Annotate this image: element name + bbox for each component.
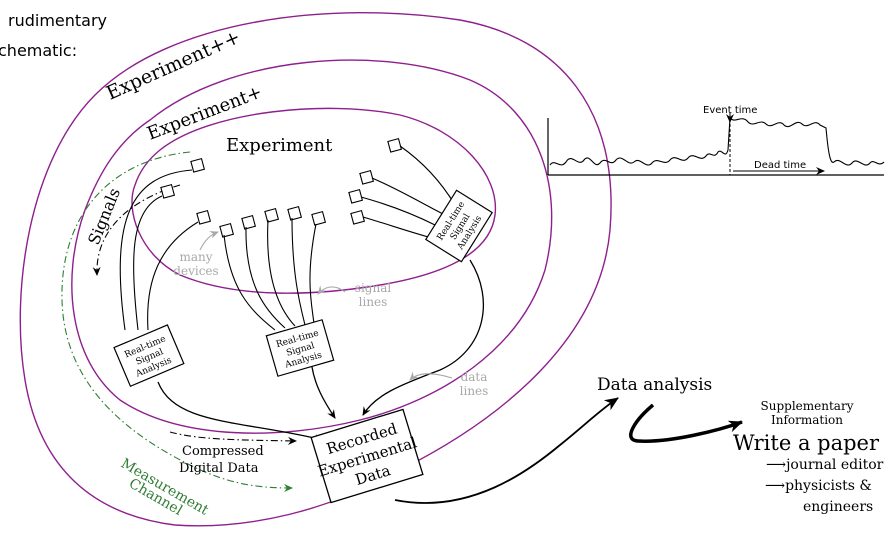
supplementary-1: Supplementary	[761, 399, 854, 413]
device-square	[350, 209, 366, 225]
signal-line	[360, 196, 436, 226]
device-square	[264, 207, 280, 223]
region-experiment-pp	[19, 12, 612, 527]
paper-arrow	[629, 403, 743, 443]
compressed-arrow	[169, 431, 297, 445]
signal-lines-arrow	[317, 285, 346, 295]
engineers: engineers	[803, 499, 873, 515]
device-square	[196, 209, 212, 225]
compressed-line-2: Digital Data	[179, 461, 259, 476]
supplementary-2: Information	[771, 413, 843, 427]
signal-line	[119, 169, 193, 331]
label-experiment-pp: Experiment++	[103, 26, 244, 105]
device-square	[160, 183, 176, 199]
signal-lines-2: lines	[359, 295, 388, 309]
data-lines-1: data	[461, 370, 488, 384]
device-square	[311, 210, 327, 226]
many-devices-2: devices	[173, 264, 218, 278]
device-square	[241, 214, 257, 230]
intro-line-2: chematic:	[0, 41, 77, 60]
data-analysis-arrow	[394, 397, 619, 504]
event-time-label: Event time	[703, 105, 757, 116]
compressed-line-1: Compressed	[182, 444, 264, 459]
signal-line	[399, 145, 456, 206]
device-square	[348, 188, 364, 204]
device-square	[190, 157, 206, 173]
signal-trace-plot: Event time Dead time	[547, 105, 885, 176]
label-experiment: Experiment	[226, 135, 333, 156]
write-paper: Write a paper	[733, 431, 880, 455]
data-analysis-label: Data analysis	[597, 375, 712, 395]
signals-label: Signals	[84, 185, 124, 247]
signal-line	[309, 223, 317, 325]
signal-line	[371, 177, 446, 216]
signal-line	[291, 217, 306, 326]
data-line	[311, 366, 336, 419]
recorded-data-box	[310, 408, 424, 504]
analysis-box-right	[424, 189, 494, 263]
data-lines-2: lines	[460, 384, 489, 398]
region-experiment	[131, 107, 497, 294]
many-devices-1: many	[179, 250, 212, 264]
many-devices-arrow	[199, 231, 219, 251]
signal-line	[147, 221, 199, 331]
dead-time-label: Dead time	[754, 160, 806, 171]
region-experiment-p	[71, 59, 553, 434]
signal-line	[133, 195, 163, 331]
signal-line	[267, 219, 296, 327]
analysis-box-middle	[265, 319, 335, 377]
intro-line-1: rudimentary	[8, 11, 107, 30]
data-lines-arrow	[409, 371, 453, 381]
measurement-channel-arrow	[61, 151, 293, 492]
data-line	[157, 381, 324, 443]
signal-line	[223, 234, 276, 331]
journal-editor: ⟶journal editor	[766, 457, 884, 473]
device-square	[359, 169, 375, 185]
device-square	[287, 205, 303, 221]
signal-line	[245, 226, 286, 329]
device-square	[219, 222, 235, 238]
data-line	[362, 259, 484, 416]
device-square	[387, 137, 403, 153]
analysis-box-left	[113, 324, 185, 388]
signal-waveform	[549, 116, 885, 166]
physicists: ⟶physicists &	[765, 478, 872, 494]
signal-line	[362, 216, 433, 239]
signal-lines-1: signal	[355, 281, 392, 295]
